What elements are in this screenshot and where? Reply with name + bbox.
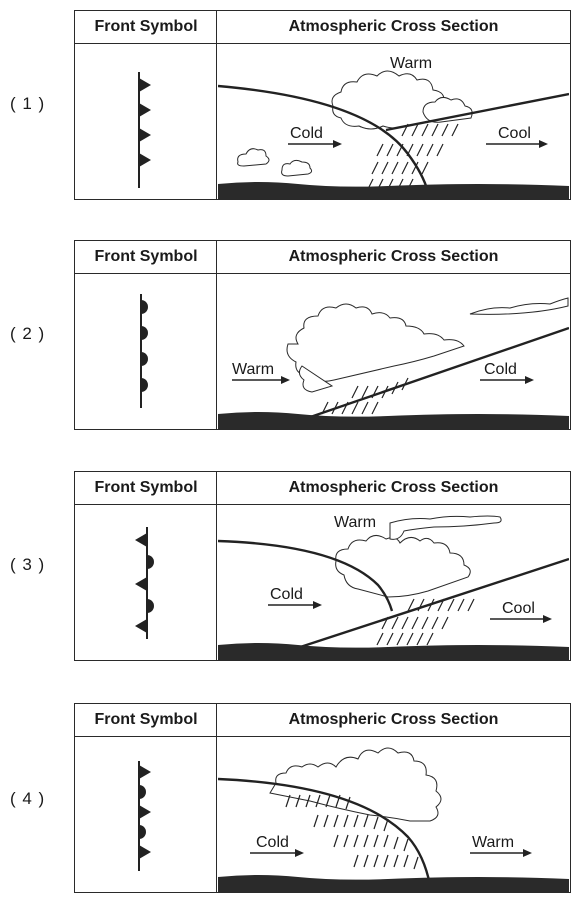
cross-section-header: Atmospheric Cross Section (288, 248, 499, 265)
front-symbol-header: Front Symbol (94, 248, 198, 265)
cloud-mass (286, 297, 569, 393)
right-air-label: Cool (498, 125, 531, 142)
front-symbol-cell (75, 737, 216, 892)
top-air-label: Warm (334, 514, 376, 531)
front-symbol-header: Front Symbol (94, 479, 198, 496)
choice-label[interactable]: ( 2 ) (10, 324, 46, 343)
choice-1: ( 1 ) Front Symbol Atmospheric Cross Sec… (0, 10, 587, 210)
cross-section-cell: Cold Cool Warm (218, 44, 569, 199)
left-air-label: Cold (256, 834, 289, 851)
warm-front-cross-section: Warm Cold (218, 297, 569, 429)
left-air-label: Cold (290, 125, 323, 142)
occluded-front-cross-section: Cold Cool Warm (218, 514, 569, 660)
cross-section-header: Atmospheric Cross Section (288, 479, 499, 496)
header-divider (75, 273, 570, 274)
right-air-label: Cold (484, 361, 517, 378)
choice-label[interactable]: ( 4 ) (10, 789, 46, 808)
warm-front-symbol-icon (140, 294, 148, 408)
column-divider (216, 704, 217, 892)
right-air-label: Warm (472, 834, 514, 851)
cross-section-cell: Warm Cold (218, 274, 569, 429)
front-table: Front Symbol Atmospheric Cross Section (74, 703, 571, 893)
cross-section-header: Atmospheric Cross Section (288, 711, 499, 728)
column-divider (216, 472, 217, 660)
column-divider (216, 241, 217, 429)
ground (218, 412, 569, 429)
cross-section-cell: Cold Cool Warm (218, 505, 569, 660)
cross-section-cell: Cold Warm (218, 737, 569, 892)
choice-2: ( 2 ) Front Symbol Atmospheric Cross Sec… (0, 240, 587, 440)
header-divider (75, 43, 570, 44)
column-divider (216, 11, 217, 199)
ground (218, 182, 569, 199)
header-divider (75, 504, 570, 505)
left-air-label: Cold (270, 586, 303, 603)
ground (218, 875, 569, 892)
front-symbol-cell (75, 44, 216, 199)
left-air-label: Warm (232, 361, 274, 378)
front-symbol-cell (75, 505, 216, 660)
cloud-mass (237, 70, 473, 177)
cold-front-boundary (218, 539, 394, 612)
front-symbol-cell (75, 274, 216, 429)
stationary-front-symbol-icon (138, 761, 151, 871)
right-air-label: Cool (502, 600, 535, 617)
front-symbol-header: Front Symbol (94, 18, 198, 35)
cross-section-header: Atmospheric Cross Section (288, 18, 499, 35)
choice-3: ( 3 ) Front Symbol Atmospheric Cross Sec… (0, 471, 587, 671)
choice-label[interactable]: ( 3 ) (10, 555, 46, 574)
top-air-label: Warm (390, 55, 432, 72)
front-symbol-header: Front Symbol (94, 711, 198, 728)
front-table: Front Symbol Atmospheric Cross Section (74, 471, 571, 661)
choice-4: ( 4 ) Front Symbol Atmospheric Cross Sec… (0, 703, 587, 903)
front-table: Front Symbol Atmospheric Cross Section (74, 10, 571, 200)
stationary-front-cross-section: Cold Warm (218, 747, 569, 892)
warm-front-boundary (281, 557, 569, 655)
cloud-mass (269, 747, 442, 822)
cold-front-cross-section: Cold Cool Warm (218, 55, 569, 199)
occluded-front-symbol-icon (135, 527, 154, 639)
header-divider (75, 736, 570, 737)
warm-air-boundary (385, 92, 569, 132)
ground (218, 643, 569, 660)
cold-front-symbol-icon (138, 72, 151, 188)
front-boundary (218, 777, 432, 886)
rain-hatch (285, 794, 419, 870)
cloud-mass (335, 515, 502, 598)
rain-hatch (366, 123, 459, 192)
front-table: Front Symbol Atmospheric Cross Section (74, 240, 571, 430)
choice-label[interactable]: ( 1 ) (10, 94, 46, 113)
warm-front-boundary (289, 326, 569, 426)
cold-front-boundary (218, 84, 430, 193)
